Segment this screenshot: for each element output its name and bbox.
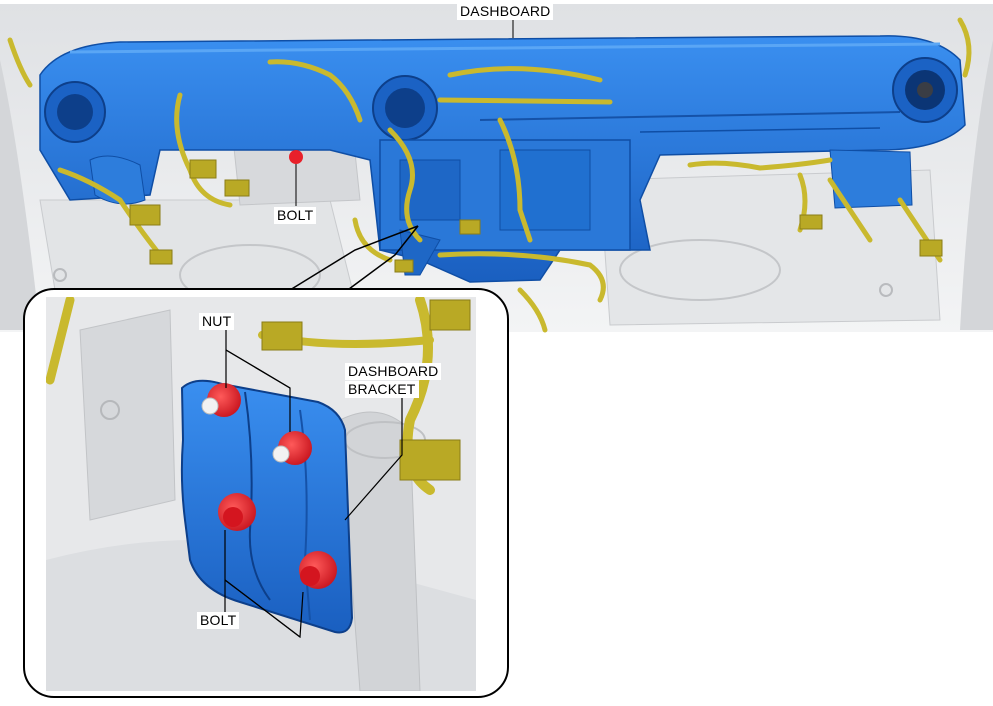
detail-inset xyxy=(23,288,509,698)
dashboard-assembly xyxy=(39,35,966,283)
wiring-harness xyxy=(7,17,972,333)
callout-line-left xyxy=(289,225,419,291)
nut-fastener xyxy=(201,383,241,417)
dashboard-bracket-label-line1: DASHBOARD xyxy=(345,363,442,380)
callout-line-right xyxy=(344,225,419,293)
nut-label: NUT xyxy=(199,313,235,330)
bolt-label-detail: BOLT xyxy=(197,612,240,629)
harness-connectors xyxy=(129,159,943,273)
bolt-label-overview: BOLT xyxy=(274,207,317,224)
dashboard-bracket-label-line2: BRACKET xyxy=(345,381,419,398)
bolt-fastener xyxy=(299,551,337,589)
inset-leader-lines xyxy=(224,330,403,639)
nut-fastener xyxy=(272,431,312,465)
bolt-fastener xyxy=(218,493,256,531)
bolt-marker xyxy=(289,150,303,164)
dashboard-label: DASHBOARD xyxy=(457,3,554,20)
